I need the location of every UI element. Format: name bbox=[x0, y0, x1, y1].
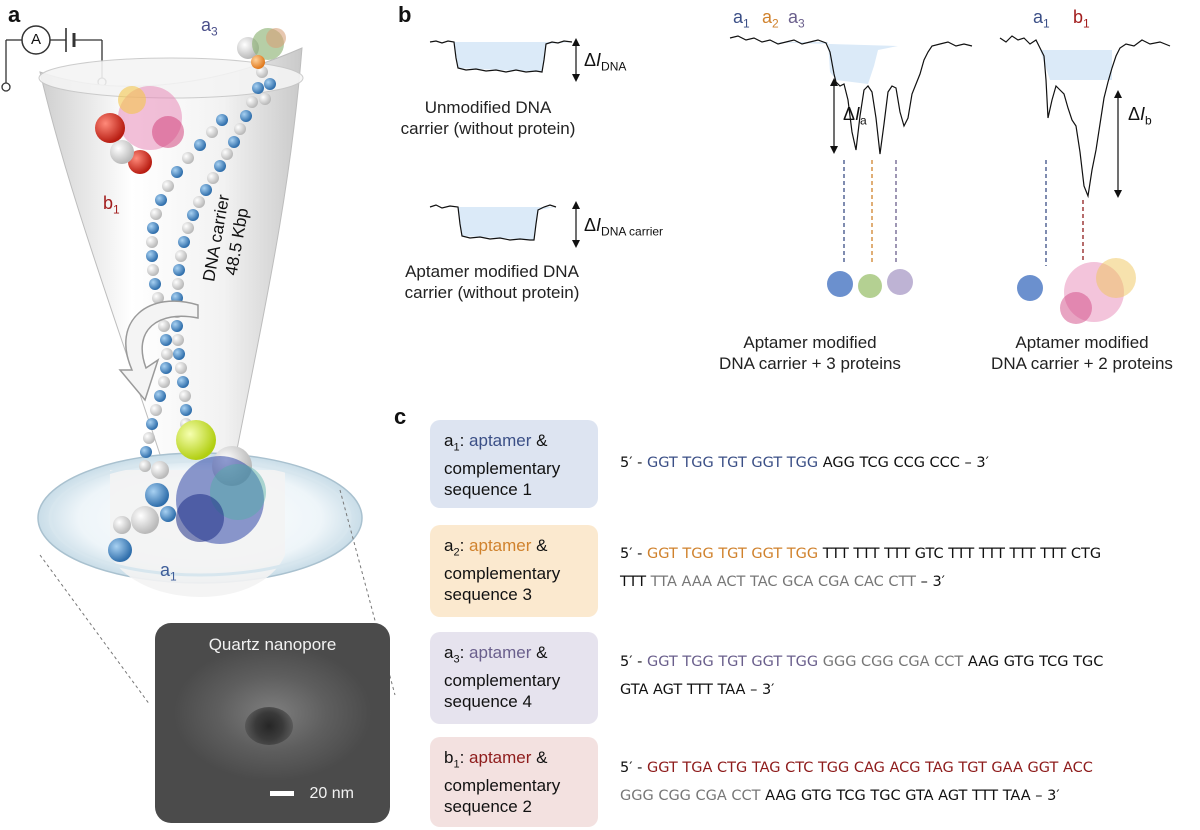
protein-a1-icon bbox=[1017, 275, 1043, 301]
sequence-line: GTA AGT TTT TAA – 3′ bbox=[620, 676, 1103, 704]
sequence-segment: GGT TGA CTG TAG CTC TGG CAG ACG TAG TGT … bbox=[646, 760, 1093, 776]
protein-b1-icon bbox=[1060, 258, 1136, 324]
sequence-segment: 5′ - bbox=[620, 546, 647, 562]
sequence-box-a2: a2: aptamer & complementary sequence 3 bbox=[430, 525, 598, 617]
protein-a2-icon bbox=[858, 274, 882, 298]
sequence-segment: GGT TGG TGT GGT TGG bbox=[646, 546, 819, 562]
delta-i-b: ΔIb bbox=[1128, 104, 1152, 128]
sequence-line: 5′ - GGT TGG TGT GGT TGG TTT TTT TTT GTC… bbox=[620, 540, 1101, 568]
nanopore-tip bbox=[245, 707, 293, 745]
protein-a3-icon bbox=[237, 28, 286, 69]
panel-letter-a: a bbox=[8, 2, 21, 27]
sequence-segment: 5′ - bbox=[620, 654, 647, 670]
trace-unmodified-dna bbox=[429, 38, 580, 82]
trace-aptamer-dna bbox=[429, 201, 580, 248]
circuit bbox=[1, 25, 107, 92]
sequence-box-b1: b1: aptamer & complementary sequence 2 bbox=[430, 737, 598, 827]
sequence-segment: – 3′ bbox=[915, 574, 945, 590]
peak-label-a1: a1 bbox=[733, 7, 750, 31]
sequence-line: GGG CGG CGA CCT AAG GTG TCG TGC GTA AGT … bbox=[620, 782, 1093, 810]
sequence-segment: AAG GTG TCG TGC GTA AGT TTT TAA – 3′ bbox=[760, 788, 1060, 804]
label-a1: a1 bbox=[160, 560, 177, 584]
label-a3: a3 bbox=[201, 15, 218, 39]
sequence-line: TTT TTA AAA ACT TAC GCA CGA CAC CTT – 3′ bbox=[620, 568, 1101, 596]
sequence-segment: TTA AAA ACT TAC GCA CGA CAC CTT bbox=[650, 574, 916, 590]
delta-i-a: ΔIa bbox=[843, 104, 867, 128]
sequence-segment: 5′ - bbox=[620, 760, 647, 776]
protein-a1-icon bbox=[108, 420, 266, 562]
peak-label-b1: b1 bbox=[1073, 7, 1090, 31]
sequence-segment: GGG CGG CGA CCT bbox=[620, 788, 761, 804]
sequence-segment: GGT TGG TGT GGT TGG bbox=[646, 455, 819, 471]
sequence-segment: TTT bbox=[620, 574, 651, 590]
peak-label-a3: a3 bbox=[788, 7, 805, 31]
sequence-segment: AGG TCG CCG CCC – 3′ bbox=[818, 455, 989, 471]
scale-bar-label: 20 nm bbox=[309, 785, 354, 802]
sequence-a2: 5′ - GGT TGG TGT GGT TGG TTT TTT TTT GTC… bbox=[620, 540, 1101, 596]
sem-image-quartz-nanopore: Quartz nanopore 20 nm bbox=[155, 623, 390, 823]
peak-label-a1-second: a1 bbox=[1033, 7, 1050, 31]
label-b1: b1 bbox=[103, 193, 120, 217]
sequence-line: 5′ - GGT TGG TGT GGT TGG AGG TCG CCG CCC… bbox=[620, 449, 989, 477]
dna-carrier-strand-1 bbox=[171, 66, 268, 444]
translocation-traces bbox=[429, 35, 1171, 324]
trace-three-proteins bbox=[729, 35, 973, 298]
sequence-line: 5′ - GGT TGA CTG TAG CTC TGG CAG ACG TAG… bbox=[620, 754, 1093, 782]
sequence-segment: 5′ - bbox=[620, 455, 647, 471]
trace-two-proteins bbox=[999, 35, 1171, 324]
scale-bar bbox=[270, 791, 294, 796]
protein-a3-icon bbox=[887, 269, 913, 295]
delta-i-dna: ΔIDNA bbox=[584, 50, 627, 74]
sequence-segment: TTT TTT TTT GTC TTT TTT TTT TTT CTG bbox=[818, 546, 1102, 562]
sequence-box-a3: a3: aptamer & complementary sequence 4 bbox=[430, 632, 598, 724]
sequence-segment: GGG CGG CGA CCT bbox=[818, 654, 964, 670]
peak-label-a2: a2 bbox=[762, 7, 779, 31]
flow-arrow-icon bbox=[118, 300, 199, 402]
nanopore-schematic bbox=[1, 25, 396, 706]
sequence-a1: 5′ - GGT TGG TGT GGT TGG AGG TCG CCG CCC… bbox=[620, 449, 989, 477]
panel-letter-c: c bbox=[394, 404, 407, 429]
dna-carrier-strand-2 bbox=[139, 78, 276, 472]
sequence-a3: 5′ - GGT TGG TGT GGT TGG GGG CGG CGA CCT… bbox=[620, 648, 1103, 704]
sequence-b1: 5′ - GGT TGA CTG TAG CTC TGG CAG ACG TAG… bbox=[620, 754, 1093, 810]
delta-i-dna-carrier: ΔIDNA carrier bbox=[584, 215, 664, 239]
protein-b1-icon bbox=[95, 86, 184, 174]
ammeter-label: A bbox=[30, 31, 41, 48]
sequence-segment: GTA AGT TTT TAA – 3′ bbox=[620, 682, 775, 698]
ammeter-icon bbox=[21, 25, 51, 55]
sequence-segment: GGT TGG TGT GGT TGG bbox=[646, 654, 819, 670]
sequence-line: 5′ - GGT TGG TGT GGT TGG GGG CGG CGA CCT… bbox=[620, 648, 1103, 676]
sequence-box-a1: a1: aptamer & complementary sequence 1 bbox=[430, 420, 598, 508]
panel-letter-b: b bbox=[398, 2, 412, 27]
sequence-segment: AAG GTG TCG TGC bbox=[963, 654, 1104, 670]
protein-a1-icon bbox=[827, 271, 853, 297]
sem-title: Quartz nanopore bbox=[208, 635, 337, 654]
